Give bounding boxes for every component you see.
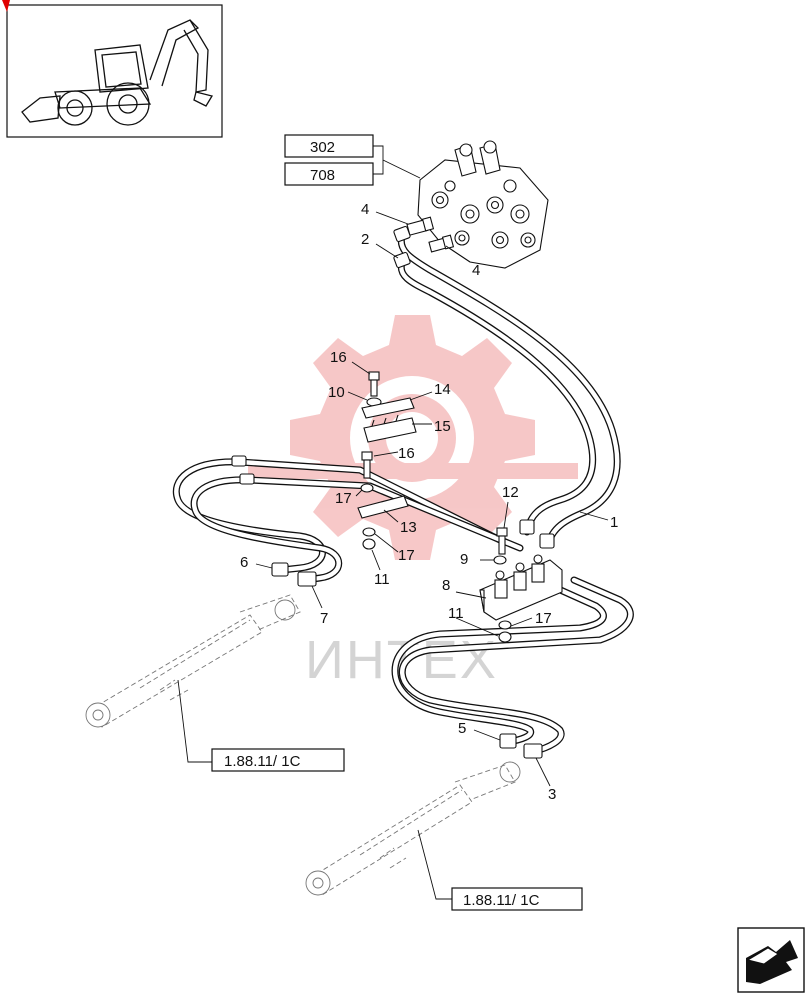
callout-7[interactable]: 7 [320, 610, 328, 627]
clamp-plate-13 [357, 495, 409, 519]
callout-2[interactable]: 2 [361, 231, 369, 248]
callout-17a[interactable]: 17 [335, 490, 352, 507]
callout-10[interactable]: 10 [328, 384, 345, 401]
hose-6 [172, 458, 504, 574]
right-ref-leader [417, 829, 452, 900]
left-cylinder-ref[interactable]: 1.88.11/ 1C [224, 753, 301, 770]
callout-1[interactable]: 1 [610, 514, 618, 531]
callout-16a[interactable]: 16 [330, 349, 347, 366]
callout-4a[interactable]: 4 [361, 201, 369, 218]
adaptor-4b [428, 234, 455, 253]
washer-17c [498, 620, 512, 630]
hose-1 [397, 258, 597, 536]
backhoe-loader-icon [21, 19, 214, 126]
clamp-plate-14 [361, 397, 415, 419]
hose-2-fitting [393, 225, 411, 243]
hose-2-end [539, 533, 555, 549]
right-cylinder-ref[interactable]: 1.88.11/ 1C [463, 892, 540, 909]
bolt-16b [361, 451, 373, 479]
left-ref-box[interactable] [211, 748, 345, 772]
callout-15[interactable]: 15 [434, 418, 451, 435]
callout-14[interactable]: 14 [434, 381, 451, 398]
callout-9[interactable]: 9 [460, 551, 468, 568]
adaptor-4a [406, 216, 435, 236]
callout-4b[interactable]: 4 [472, 262, 480, 279]
callout-16b[interactable]: 16 [398, 445, 415, 462]
pipe-right-inner [391, 584, 607, 746]
hose-7-clamp [239, 473, 255, 485]
callout-13[interactable]: 13 [400, 519, 417, 536]
left-ref-leader [177, 679, 212, 763]
callout-17b[interactable]: 17 [398, 547, 415, 564]
hose-3-fitting [523, 743, 543, 759]
ref-bracket [373, 145, 421, 179]
washer-9 [493, 555, 507, 565]
callout-11b[interactable]: 11 [448, 605, 464, 622]
hose-6-fitting [271, 562, 289, 577]
callout-8[interactable]: 8 [442, 577, 450, 594]
ref-708[interactable]: 708 [310, 167, 335, 184]
nut-11b [498, 631, 512, 643]
callout-leaders [255, 211, 609, 787]
washer-17b [362, 527, 376, 537]
clamp-half-15 [363, 414, 417, 443]
hose-7-fitting [297, 571, 317, 587]
callout-17c[interactable]: 17 [535, 610, 552, 627]
next-page-arrow-icon[interactable] [737, 927, 805, 993]
corner-mark [2, 0, 10, 12]
callout-11a[interactable]: 11 [374, 571, 390, 588]
right-cylinder [305, 761, 521, 896]
hose-6-clamp [231, 455, 247, 467]
right-ref-box[interactable] [451, 887, 583, 911]
hose-7 [190, 476, 524, 584]
callout-6[interactable]: 6 [240, 554, 248, 571]
bolt-16a [368, 371, 380, 397]
washer-17a [360, 483, 374, 493]
nut-11a [362, 538, 376, 550]
thumbnail-frame [6, 4, 223, 138]
hose-1-end [519, 519, 535, 535]
callout-5[interactable]: 5 [458, 720, 466, 737]
bolt-12 [496, 527, 508, 555]
pipe-right-outer [398, 576, 634, 756]
callout-3[interactable]: 3 [548, 786, 556, 803]
left-cylinder [85, 594, 301, 728]
callout-12[interactable]: 12 [502, 484, 519, 501]
manifold-block [479, 554, 563, 621]
control-valve [417, 140, 549, 269]
hose-5-fitting [499, 733, 517, 749]
hose-1-fitting [393, 251, 411, 269]
ref-302[interactable]: 302 [310, 139, 335, 156]
